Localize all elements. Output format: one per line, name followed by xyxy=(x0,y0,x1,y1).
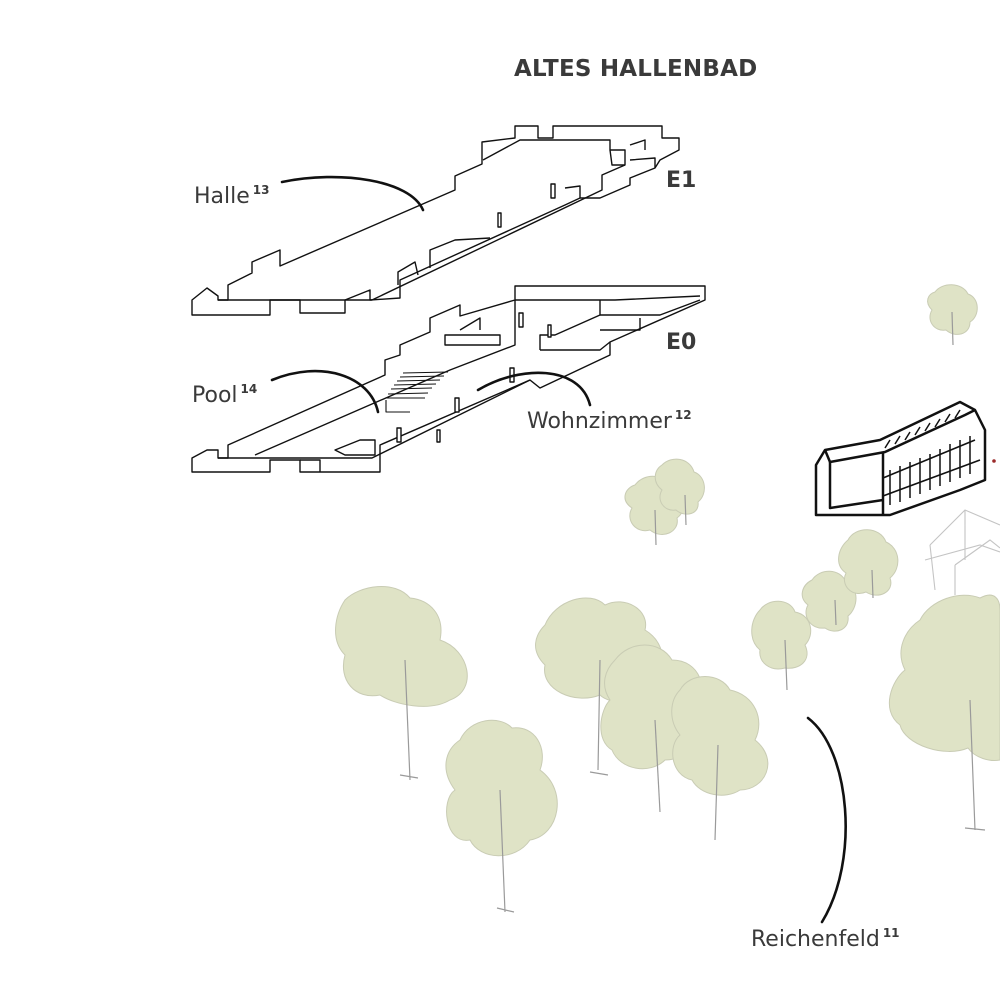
tree-canopy xyxy=(751,600,812,670)
tree-canopy xyxy=(671,676,769,796)
e0-stairs xyxy=(385,371,449,413)
label-wohnzimmer-ref: 12 xyxy=(674,408,692,422)
e1-pillar xyxy=(550,183,556,199)
e0-pillar xyxy=(518,312,524,328)
e0-pillar xyxy=(396,427,402,443)
leader-wohnzimmer xyxy=(476,371,592,407)
tree-canopy xyxy=(838,529,899,596)
floor-label-e0: E0 xyxy=(666,330,697,355)
e0-pillar xyxy=(547,324,552,338)
label-pool-ref: 14 xyxy=(240,382,258,396)
label-reichenfeld-ref: 11 xyxy=(882,926,900,940)
floor-plan-e0 xyxy=(191,285,706,473)
floor-label-e1: E1 xyxy=(666,168,697,193)
e0-pillar xyxy=(436,429,441,443)
label-halle-ref: 13 xyxy=(252,183,270,197)
tree-canopy xyxy=(335,585,468,707)
tree-canopy xyxy=(654,458,705,515)
e0-pillar xyxy=(454,397,460,413)
e1-pillar xyxy=(497,212,502,228)
leader-lines xyxy=(270,175,847,924)
page-title: ALTES HALLENBAD xyxy=(514,56,758,82)
background-buildings xyxy=(924,509,1000,595)
label-halle-name: Halle xyxy=(194,184,250,209)
tree-canopy xyxy=(600,644,703,770)
floor-plan-e1 xyxy=(191,125,680,316)
label-pool-name: Pool xyxy=(192,383,238,408)
label-wohnzimmer-name: Wohnzimmer xyxy=(527,409,672,434)
leader-reichenfeld xyxy=(806,716,847,924)
leader-pool xyxy=(270,369,380,414)
trees xyxy=(335,284,1000,857)
tree-canopy xyxy=(445,719,558,857)
label-reichenfeld-name: Reichenfeld xyxy=(751,927,880,952)
leader-halle xyxy=(280,175,425,212)
tree-canopy xyxy=(889,594,1000,761)
tree-canopy xyxy=(927,284,978,335)
building-illustration xyxy=(814,400,987,517)
tree-trunks xyxy=(399,311,986,913)
